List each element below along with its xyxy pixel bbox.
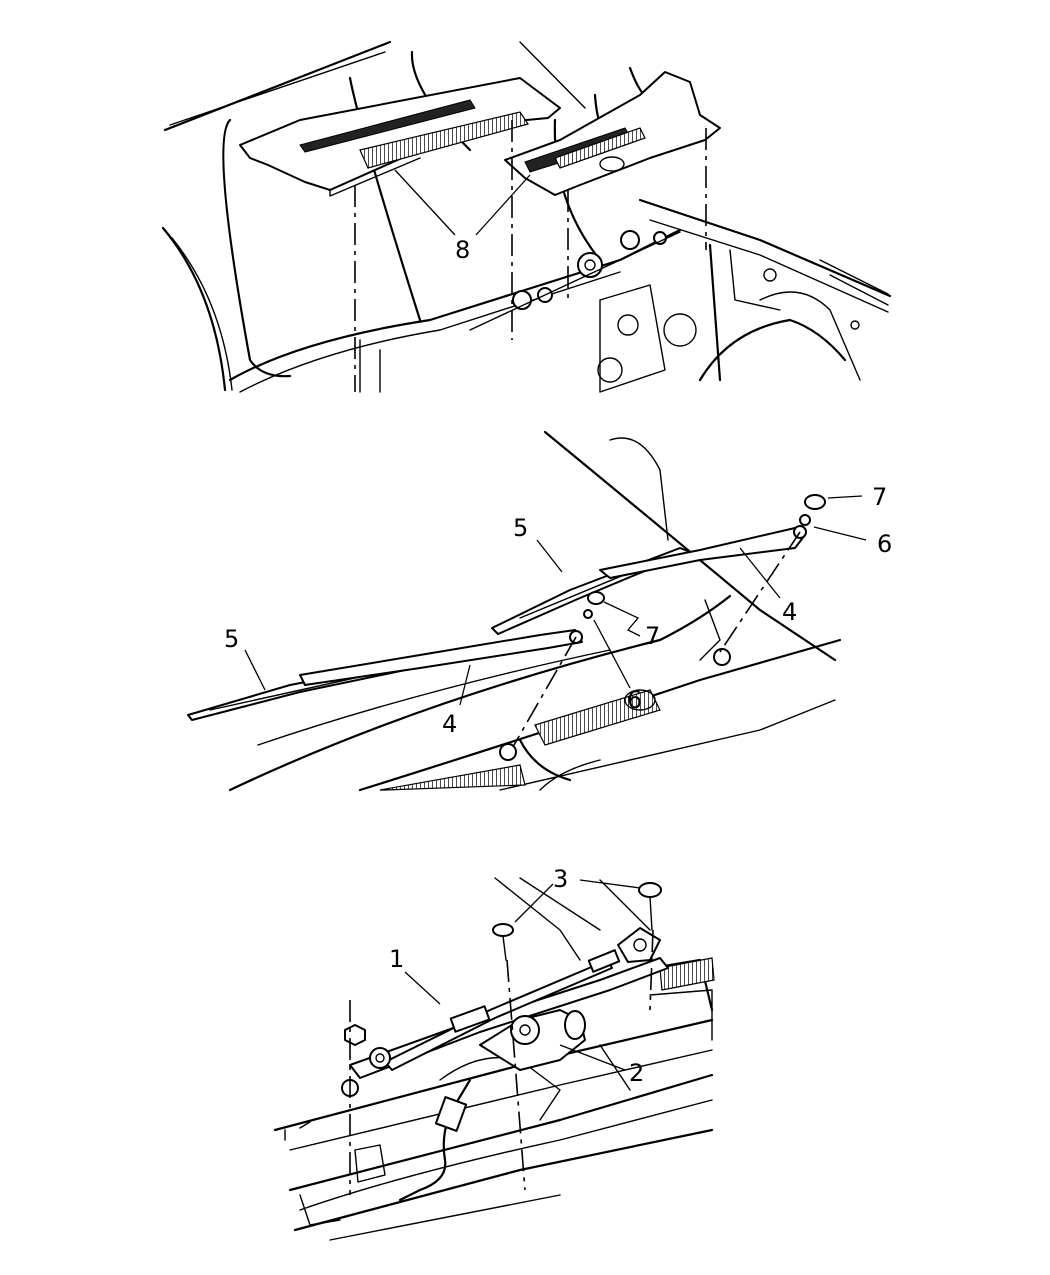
cowl-grille-left [299, 99, 476, 153]
callout-2: 2 [629, 1059, 644, 1087]
callout-4-lower: 4 [442, 710, 457, 738]
callout-8: 8 [455, 236, 470, 264]
callout-3: 3 [553, 865, 568, 893]
cowl-grille [534, 689, 661, 746]
leader-6b [593, 619, 631, 689]
cap-right [804, 494, 826, 510]
callout-7-lower: 7 [645, 622, 660, 650]
cowl-plenum [228, 228, 682, 382]
leader-4a [459, 664, 471, 706]
pivot-left [369, 1047, 391, 1069]
nut-right [799, 514, 811, 526]
bolt-left [492, 923, 514, 961]
nut-left-stud [344, 1024, 366, 1046]
wiper-linkage-view [273, 877, 715, 1241]
callout-4-upper: 4 [782, 598, 797, 626]
cap-left [587, 591, 605, 605]
leader-4b [739, 547, 781, 599]
callout-7-upper: 7 [872, 483, 887, 511]
wiper-arm-view [187, 430, 842, 792]
leader-6a [813, 526, 867, 541]
callout-6-upper: 6 [877, 530, 892, 558]
leader-5a [536, 539, 563, 573]
callout-5-lower: 5 [224, 625, 239, 653]
callout-5-upper: 5 [513, 514, 528, 542]
wiper-sweep [222, 118, 292, 378]
leader-3a [514, 883, 554, 923]
leader-8b [475, 174, 531, 236]
leader-2 [559, 1044, 626, 1071]
callout-1: 1 [389, 945, 404, 973]
leader-3b [579, 879, 641, 889]
windshield-outline [543, 430, 837, 662]
wire-harness [398, 1078, 472, 1202]
callout-6-lower: 6 [627, 686, 642, 714]
wiper-arm-right [599, 527, 806, 579]
nut-left [583, 609, 593, 619]
leader-7b [603, 601, 641, 637]
fender-edge [161, 226, 227, 392]
leader-7a [827, 495, 863, 499]
leader-1 [404, 971, 441, 1005]
cowl-panel-view [161, 40, 892, 393]
wiper-arm-left [299, 629, 583, 686]
bolt-right [638, 882, 662, 931]
windshield-edge [163, 40, 392, 132]
body-rail [638, 198, 892, 298]
leader-5b [244, 649, 266, 691]
leader-8a [394, 169, 456, 236]
